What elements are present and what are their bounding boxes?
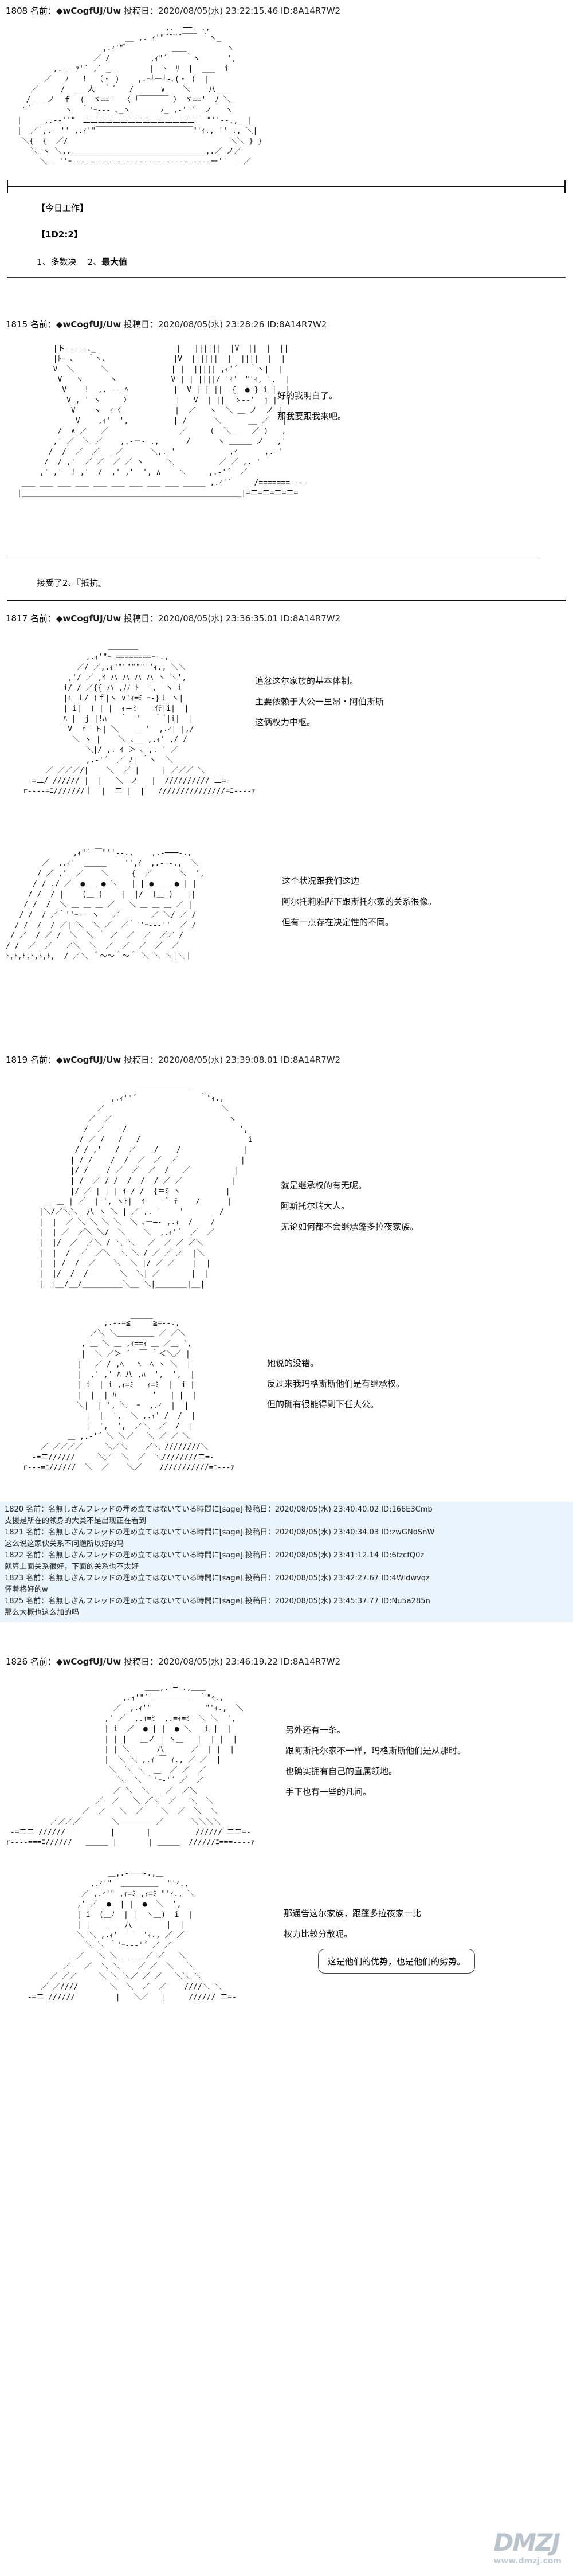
post-header-1815: 1815 名前：◆wCogfUJ/Uw 投稿日：2020/08/05(水) 23… — [6, 319, 327, 330]
ascii-art-1826b: ＿,.-───-.,＿ ,.ｨ'" ＿＿＿＿＿ "'ｨ., ／ ,.ｨ'" ,ｨ… — [27, 1869, 237, 2002]
dialog-1817b: 这个状况跟我们这边 阿尔托莉雅陛下跟斯托尔家的关系很像。 但有一点存在决定性的不… — [282, 876, 437, 927]
accepted-choice: 接受了2、『抵抗』 — [37, 578, 107, 588]
dialog-1826a: 另外还有一条。 跟阿斯托尔家不一样，玛格斯斯他们是从那时。 也确实拥有自己的直属… — [285, 1725, 466, 1797]
replies-block: 1820 名前：名無しさんフレッドの埋め立てはないている時間に[sage] 投稿… — [0, 1502, 573, 1622]
post-header-1808: 1808 名前：◆wCogfUJ/Uw 投稿日：2020/08/05(水) 23… — [6, 6, 341, 16]
ascii-art-1817a: ＿＿＿＿ ,.ｨ'"ｰ-========ｰ-., ／/ ／,.ｨ"""""""'… — [23, 643, 256, 796]
reply-line: 怀着格好的w — [5, 1585, 48, 1594]
reply-line: 1823 名前：名無しさんフレッドの埋め立てはないている時間に[sage] 投稿… — [5, 1574, 430, 1583]
dialog-1817a: 追忿这尔家族的基本体制。 主要依赖于大公一里昂・阿伯斯斯 这俩权力中枢。 — [255, 676, 384, 727]
ascii-art-1817b: ,ｨ"´ ￣"''‐-., ,.-───-., ／ ,.ｨ' ＿＿＿ '',ｲ … — [6, 849, 205, 961]
reply-line: 1822 名前：名無しさんフレッドの埋め立てはないている時間に[sage] 投稿… — [5, 1551, 425, 1560]
post-header-1819: 1819 名前：◆wCogfUJ/Uw 投稿日：2020/08/05(水) 23… — [6, 1055, 341, 1065]
reply-line: 1821 名前：名無しさんフレッドの埋め立てはないている時間に[sage] 投稿… — [5, 1528, 435, 1537]
dice-result: 【1D2:2】 — [37, 229, 83, 240]
reply-line: 1820 名前：名無しさんフレッドの埋め立てはないている時間に[sage] 投稿… — [5, 1505, 433, 1514]
post-header-1817: 1817 名前：◆wCogfUJ/Uw 投稿日：2020/08/05(水) 23… — [6, 613, 341, 624]
dialog-1826b: 那通告这尔家族，跟蓬多拉夜家一比 权力比较分散呢。 — [284, 1908, 422, 1939]
watermark-logo: DMZJ www.dmzj.com — [493, 2528, 562, 2566]
reply-line: 1825 名前：名無しさんフレッドの埋め立てはないている時間に[sage] 投稿… — [5, 1597, 430, 1606]
divider-line — [7, 277, 566, 278]
ascii-art-1808: ,. -──- ., __ ,. ｨ'"¨¨¨¨￣￣ ｀ヽ_ ,.ｨ'"ﾞ ＿＿… — [17, 24, 262, 166]
reply-line: 支援是所在的领身的大类不是出现正在看到 — [5, 1517, 147, 1525]
ascii-art-1819b: ,.--=≦￣￣￣≧=--., ／＼ ＼＿＿＿＿＿ ／ ／＼ ,'＿ ＼ ＿ ,… — [23, 1319, 234, 1472]
work-title: 【今日工作】 — [37, 203, 89, 213]
dialog-1819b: 她说的没错。 反过来我玛格斯斯他们是有继承权。 但的确有很能得到下任大公。 — [267, 1358, 405, 1410]
divider-line — [7, 600, 566, 601]
work-options: 1、多数决 2、最大值 — [37, 257, 128, 267]
reply-line: 这么说这家伙关系不问题所以好的吗 — [5, 1540, 124, 1548]
ascii-art-1826a: ＿＿,.-─-.,＿＿ ,.ｨ'"´ ＿＿＿＿＿ ｀"ｨ., ／ ,.ｨ'" "… — [6, 1684, 255, 1847]
reply-line: 就算上面关系很好，下面的关系也不太好 — [5, 1563, 139, 1571]
divider-line — [7, 186, 566, 187]
divider-tick — [7, 180, 8, 193]
ascii-art-1815: |ト-----､_ | |||||| |V || | || |ﾄ- ､ ｀ヽ､ … — [17, 344, 308, 498]
reply-line: 那么大概也这么加的吗 — [5, 1608, 80, 1617]
ascii-art-1819a: ＿＿＿＿＿＿＿ ,.ｨ'"´ ｀"ｨ., ／ ＼ ／ ／ ヽ / ／ / ', … — [38, 1084, 253, 1289]
post-header-1826: 1826 名前：◆wCogfUJ/Uw 投稿日：2020/08/05(水) 23… — [6, 1657, 341, 1667]
divider-tick — [564, 180, 566, 193]
dialog-1815: 好的我明白了。 那我要跟我来吧。 — [277, 390, 347, 421]
speech-bubble: 这是他们的优势，也是他们的劣势。 — [318, 1949, 476, 1974]
dialog-1819a: 就是继承权的有无呢。 阿斯托尔瑞大人。 无论如何都不会继承蓬多拉夜家族。 — [281, 1180, 419, 1232]
